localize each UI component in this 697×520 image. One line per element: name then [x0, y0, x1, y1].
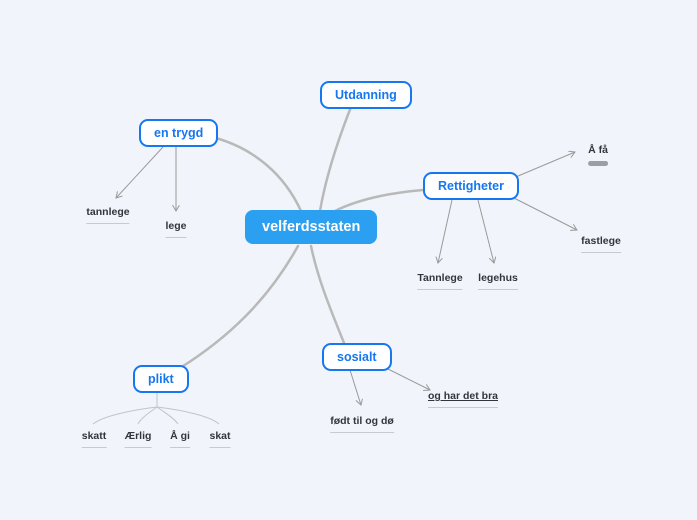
leaf-label: og har det bra — [427, 390, 499, 402]
leaf-highlight-bar — [588, 161, 608, 166]
branch-node-rettigheter[interactable]: Rettigheter — [423, 172, 519, 200]
branch-node-utdanning[interactable]: Utdanning — [320, 81, 412, 109]
connector-rettigheter-afa — [510, 152, 575, 180]
leaf-node-tannlege-2[interactable]: Tannlege — [411, 268, 468, 290]
leaf-label: lege — [165, 220, 187, 232]
center-node-velferdsstaten[interactable]: velferdsstaten — [245, 210, 378, 244]
leaf-node-skat[interactable]: skat — [203, 426, 236, 448]
connector-rettigheter-legehus — [477, 199, 494, 263]
leaf-underline — [478, 289, 518, 290]
connector-center-entrygd — [210, 135, 303, 213]
connector-plikt-skat — [156, 406, 220, 425]
leaf-underline — [124, 447, 152, 448]
connector-plikt-skatt — [92, 406, 158, 425]
leaf-underline — [330, 432, 394, 433]
leaf-underline — [81, 447, 107, 448]
connector-rettigheter-fastlege — [509, 195, 577, 230]
connector-center-plikt — [178, 244, 300, 370]
connector-center-utdanning — [318, 105, 353, 213]
leaf-label: Tannlege — [417, 272, 463, 284]
leaf-label: Ærlig — [124, 430, 152, 442]
leaf-label: Å gi — [170, 430, 190, 442]
leaf-underline — [209, 447, 231, 448]
leaf-node-skatt[interactable]: skatt — [76, 426, 113, 448]
leaf-label: tannlege — [86, 206, 130, 218]
leaf-label: skat — [209, 430, 231, 442]
leaf-underline — [427, 407, 499, 408]
leaf-node-a-fa[interactable]: Å få — [582, 140, 614, 166]
connector-center-rettigheter — [333, 188, 425, 213]
leaf-label: Å få — [588, 144, 608, 156]
branch-node-sosialt[interactable]: sosialt — [322, 343, 392, 371]
leaf-node-fodt-til-og-do[interactable]: født til og dø — [324, 411, 400, 433]
leaf-underline — [165, 237, 187, 238]
leaf-label: fastlege — [581, 235, 621, 247]
connector-sosialt-fodt — [349, 369, 361, 405]
connector-entrygd-tannlege — [116, 146, 164, 198]
leaf-underline — [86, 223, 130, 224]
leaf-label: født til og dø — [330, 415, 394, 427]
leaf-node-legehus[interactable]: legehus — [472, 268, 524, 290]
branch-node-en-trygd[interactable]: en trygd — [139, 119, 219, 147]
leaf-node-aerlig[interactable]: Ærlig — [119, 426, 158, 448]
connector-plikt-aerlig — [137, 406, 158, 425]
leaf-label: legehus — [478, 272, 518, 284]
plikt-fan-connectors — [92, 392, 220, 425]
leaf-node-lege[interactable]: lege — [159, 216, 192, 238]
leaf-underline — [417, 289, 463, 290]
branch-node-plikt[interactable]: plikt — [133, 365, 189, 393]
leaf-node-a-gi[interactable]: Å gi — [164, 426, 196, 448]
connector-center-sosialt — [309, 244, 346, 345]
connector-rettigheter-tannlege — [438, 199, 453, 263]
leaf-underline — [581, 252, 621, 253]
leaf-node-tannlege[interactable]: tannlege — [80, 202, 135, 224]
leaf-label: skatt — [81, 430, 107, 442]
connector-plikt-agi — [156, 406, 179, 425]
leaf-node-fastlege[interactable]: fastlege — [575, 231, 627, 253]
leaf-node-og-har-det-bra[interactable]: og har det bra — [422, 386, 504, 408]
leaf-underline — [170, 447, 190, 448]
